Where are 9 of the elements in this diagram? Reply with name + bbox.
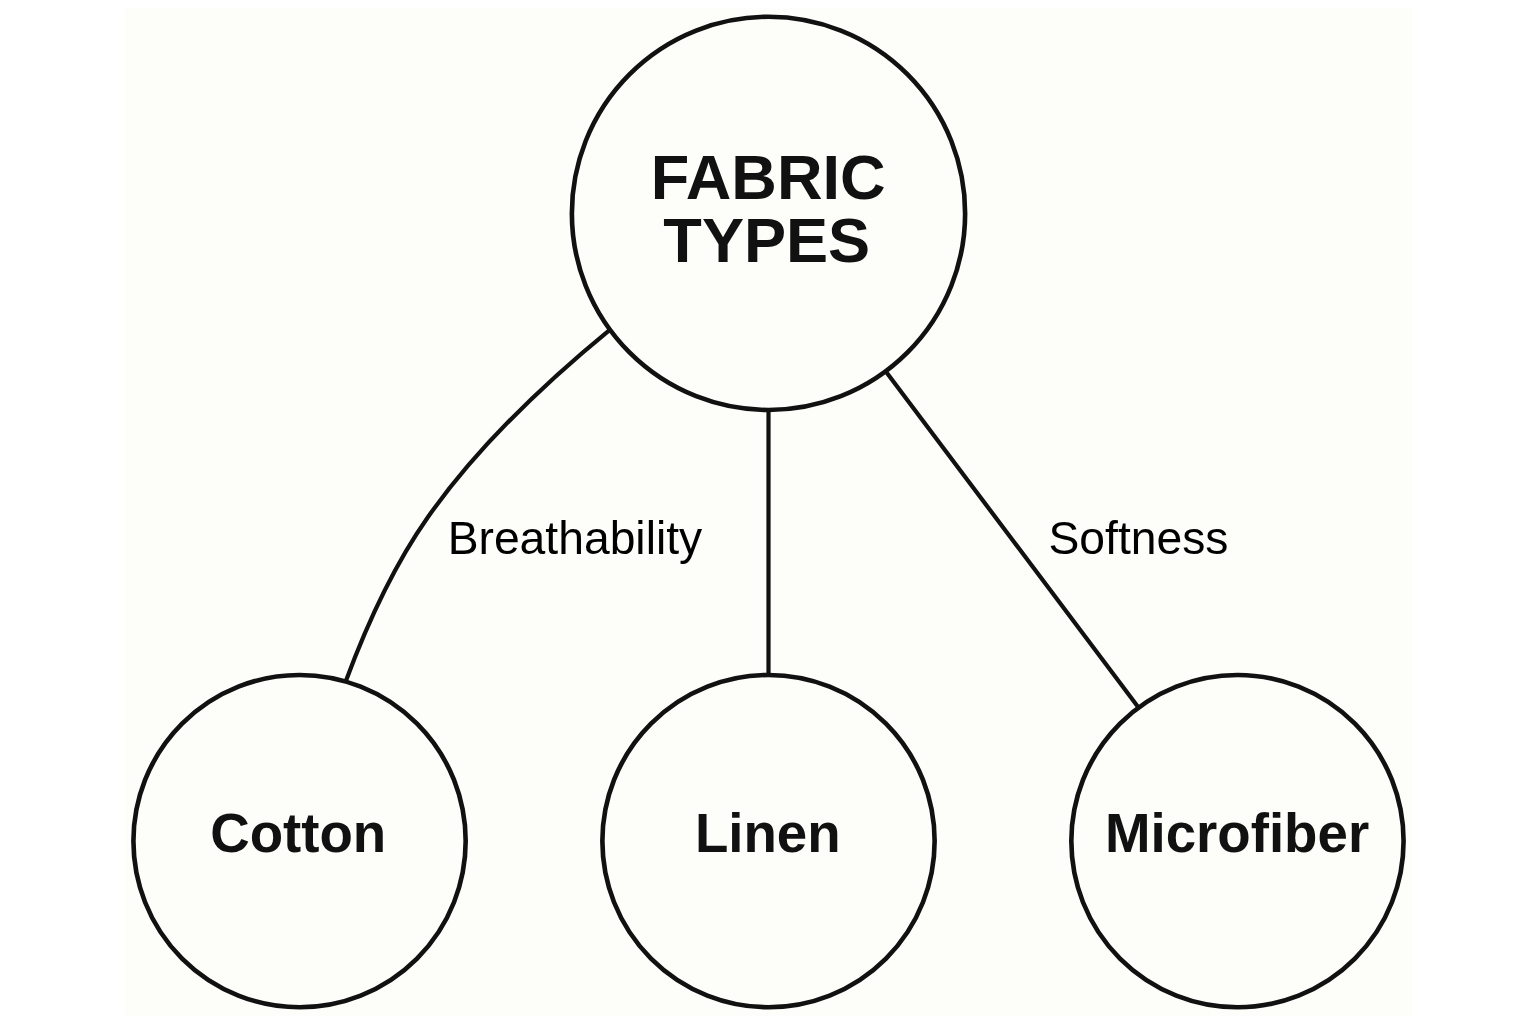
edge-label: Breathability <box>447 512 702 565</box>
connector <box>343 328 611 682</box>
node-circle: Linen <box>599 672 937 1010</box>
connector <box>884 370 1140 708</box>
edge-label: Softness <box>1048 512 1228 565</box>
connector <box>765 410 771 675</box>
node-circle: Cotton <box>130 672 468 1010</box>
node-circle: Microfiber <box>1068 672 1406 1010</box>
node-circle: FABRIC TYPES <box>569 14 967 413</box>
